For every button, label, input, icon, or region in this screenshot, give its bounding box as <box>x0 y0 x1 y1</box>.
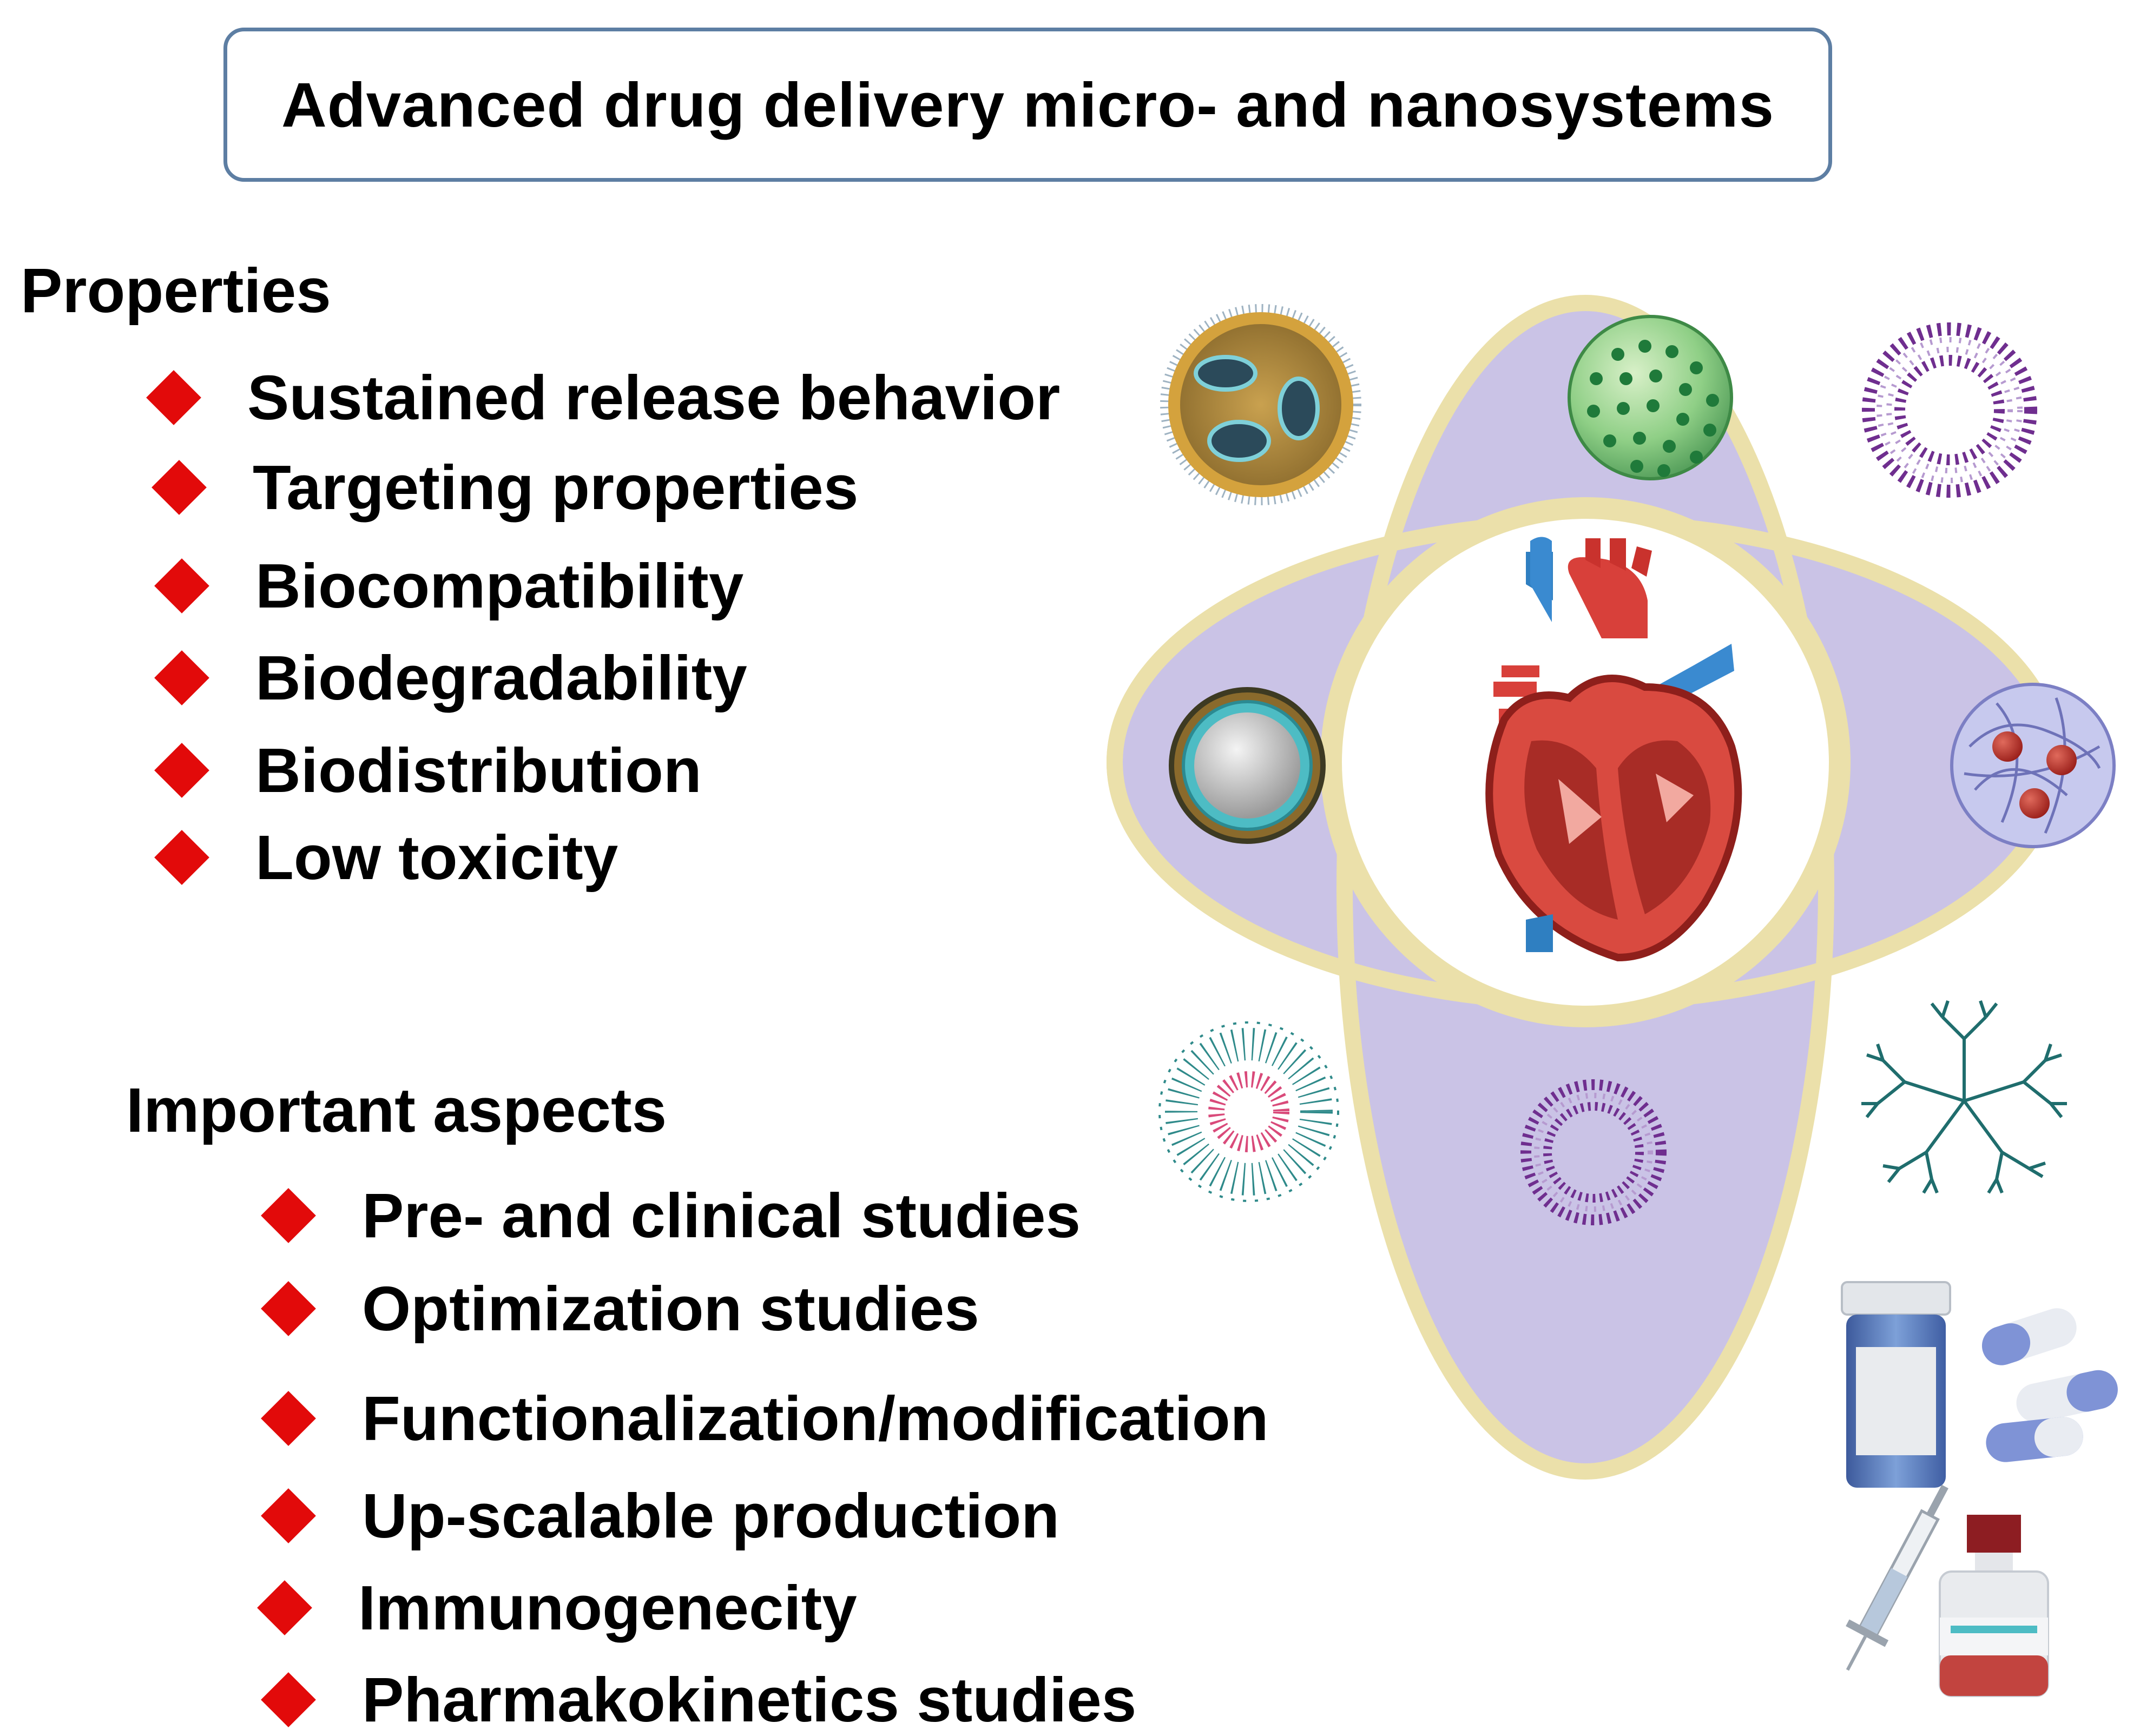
micelle-icon <box>1158 1021 1339 1202</box>
polymeric-nanosphere-icon <box>1568 315 1733 480</box>
liposome-icon <box>1862 322 2037 498</box>
list-item: Biocompatibility <box>154 550 743 622</box>
list-item: Low toxicity <box>154 821 618 894</box>
list-item: Immunogenecity <box>257 1572 857 1644</box>
nanocapsule-icon <box>1160 304 1361 505</box>
list-item: Pharmakokinetics studies <box>261 1664 1136 1736</box>
vial-icon <box>1939 1515 2049 1697</box>
heart-icon <box>1485 537 1742 962</box>
properties-heading: Properties <box>21 255 331 326</box>
title-box: Advanced drug delivery micro- and nanosy… <box>223 28 1832 182</box>
page-title: Advanced drug delivery micro- and nanosy… <box>281 69 1774 140</box>
list-item: Functionalization/modification <box>261 1382 1269 1455</box>
medicine-bottle-icon <box>1841 1281 1951 1488</box>
list-item: Optimization studies <box>261 1272 979 1345</box>
capsule-icon <box>1981 1308 2118 1462</box>
syringe-icon <box>1846 1484 1948 1671</box>
core-shell-particle-icon <box>1169 687 1326 844</box>
vesicle-icon <box>1520 1079 1667 1225</box>
list-item: Biodistribution <box>154 734 702 807</box>
list-item: Pre- and clinical studies <box>261 1179 1081 1252</box>
list-item: Up-scalable production <box>261 1480 1059 1552</box>
aspects-heading: Important aspects <box>126 1075 667 1145</box>
list-item: Sustained release behavior <box>146 361 1060 434</box>
dendrimer-icon <box>1861 1000 2067 1194</box>
list-item: Biodegradability <box>154 642 747 714</box>
nanogel-icon <box>1950 683 2116 848</box>
list-item: Targeting properties <box>152 451 858 524</box>
